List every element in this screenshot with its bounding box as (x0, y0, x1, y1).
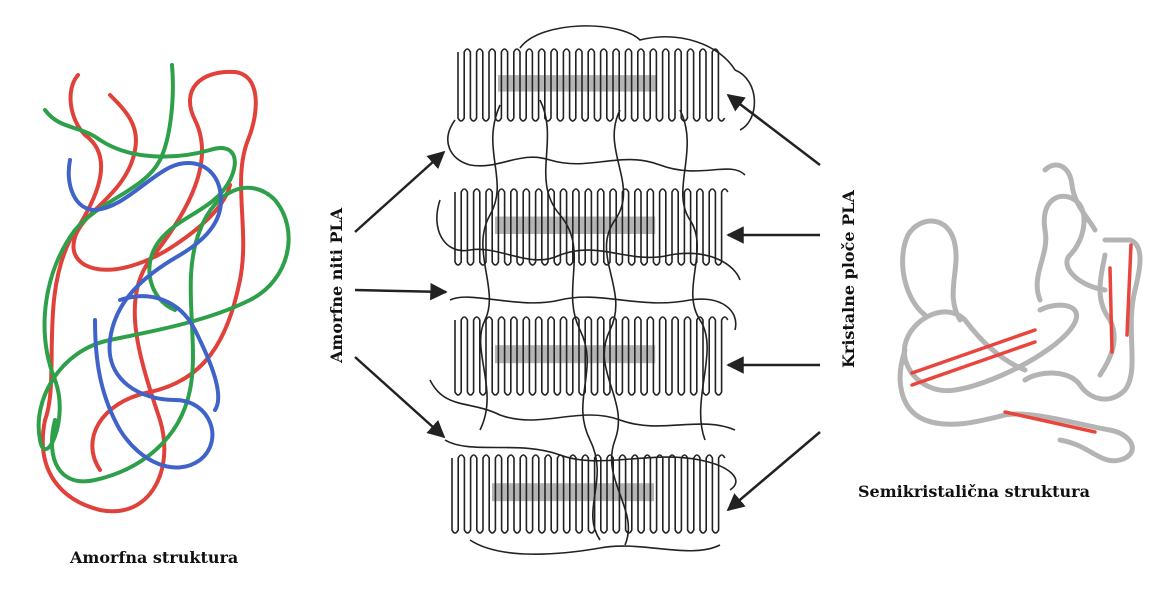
arrows-crystalline (728, 95, 820, 510)
amorphous-structure-caption: Amorfna struktura (70, 548, 238, 567)
amorphous-structure-illustration (39, 65, 289, 511)
crystalline-segment-4 (1110, 268, 1112, 352)
lamella-core (498, 75, 656, 92)
arrow-crystalline-4 (728, 432, 820, 510)
arrow-amorphous-lower (355, 357, 444, 437)
crystalline-plates-label: Kristalne ploče PLA (839, 208, 859, 368)
arrow-amorphous-upper (355, 152, 444, 232)
arrows-amorphous (355, 152, 446, 437)
amorphous-threads-label: Amorfne niti PLA (327, 213, 347, 363)
semicrystalline-structure-illustration (900, 165, 1140, 461)
semicrystalline-structure-caption: Semikristalična struktura (858, 482, 1090, 501)
lamella-core (492, 483, 654, 501)
lamella-core (495, 217, 655, 235)
lamellar-model-illustration (430, 26, 754, 554)
lamella-plate (452, 455, 725, 533)
semicrystalline-chain-grey (900, 196, 1140, 461)
arrow-crystalline-1 (728, 95, 820, 165)
amorphous-chain-red (43, 72, 256, 511)
lamella-core (495, 345, 655, 363)
arrow-amorphous-middle (355, 290, 446, 292)
lamella-plate (455, 317, 728, 395)
